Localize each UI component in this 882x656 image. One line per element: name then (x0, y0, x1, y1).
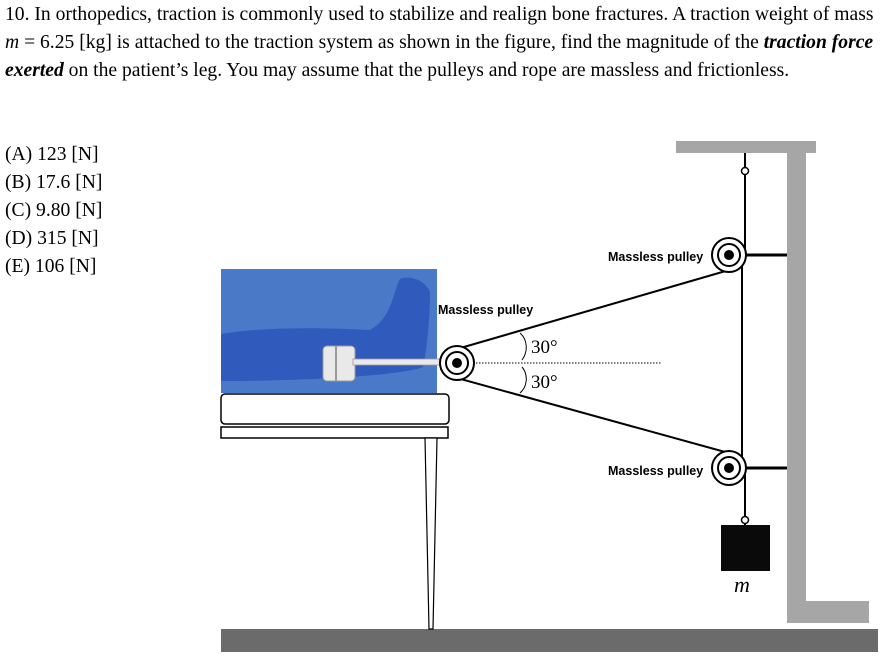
frame-base (787, 601, 869, 623)
frame-inner-white (806, 153, 816, 601)
rope-lower (456, 377, 737, 456)
leg-pulley-label: Massless pulley (438, 303, 533, 317)
question-number: 10. (5, 4, 30, 25)
top-pulley (711, 237, 747, 273)
question-text-part1: In orthopedics, traction is commonly use… (34, 4, 874, 25)
choice-a[interactable]: (A) 123 [N] (5, 144, 99, 165)
frame-top-bar (676, 141, 816, 153)
bed-leg (424, 437, 438, 630)
angle-arc-lower (519, 366, 527, 394)
question-text: 10. In orthopedics, traction is commonly… (5, 1, 880, 85)
leg-pulley (439, 345, 475, 381)
bed-frame (220, 426, 449, 439)
traction-rod (352, 358, 446, 366)
angle-upper-label: 30° (531, 337, 558, 358)
leg-shape (221, 277, 430, 381)
mass-variable: m (5, 32, 20, 53)
bottom-pulley-label: Massless pulley (608, 464, 703, 478)
choice-b[interactable]: (B) 17.6 [N] (5, 172, 103, 193)
hanger-hook-top (740, 166, 750, 176)
choice-d[interactable]: (D) 315 [N] (5, 228, 99, 249)
choice-c[interactable]: (C) 9.80 [N] (5, 200, 103, 221)
rope-upper (456, 267, 737, 350)
traction-splint (322, 345, 356, 382)
choice-e[interactable]: (E) 106 [N] (5, 256, 97, 277)
mass-hook (740, 515, 750, 525)
question-text-part3: on the patient’s leg. You may assume tha… (68, 60, 790, 81)
angle-lower-label: 30° (531, 372, 558, 393)
answer-choices: (A) 123 [N] (B) 17.6 [N] (C) 9.80 [N] (D… (5, 141, 102, 281)
mass-label: m (734, 572, 750, 597)
angle-arc-upper (519, 332, 527, 361)
top-pulley-label: Massless pulley (608, 250, 703, 264)
emphasized-phrase: traction force exerted (5, 32, 874, 81)
bed-top (220, 393, 450, 425)
traction-mass (721, 525, 770, 571)
bottom-pulley (711, 450, 747, 486)
floor (221, 629, 878, 652)
question-text-part2: = 6.25 [kg] is attached to the traction … (24, 32, 759, 53)
